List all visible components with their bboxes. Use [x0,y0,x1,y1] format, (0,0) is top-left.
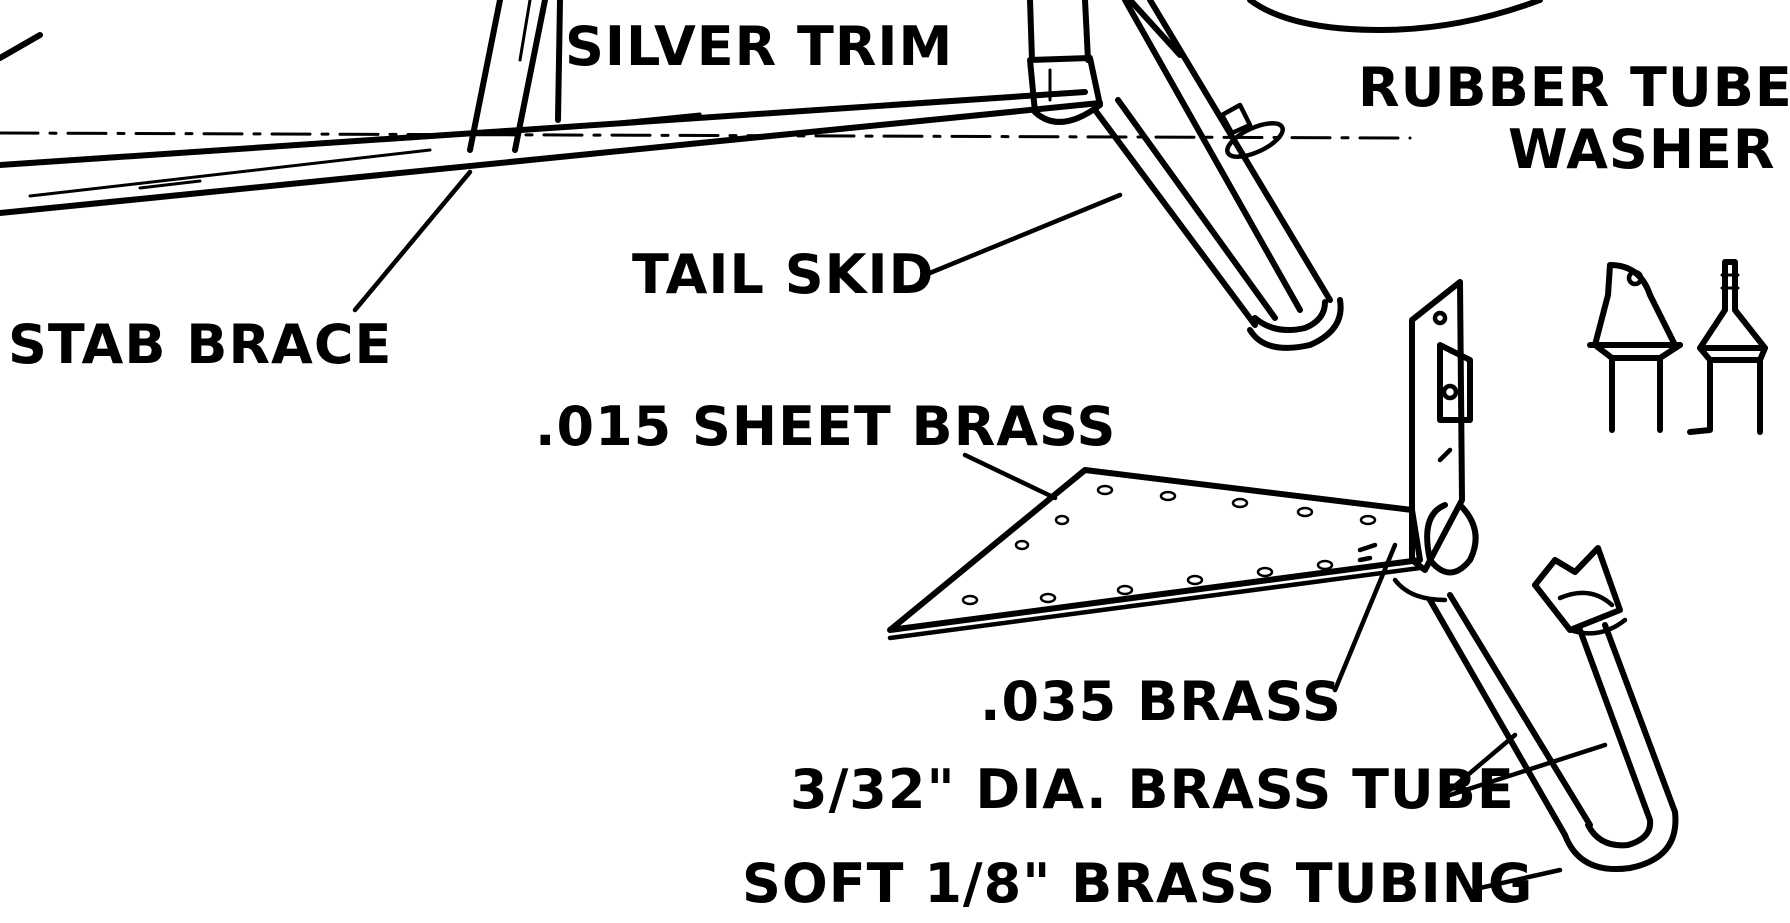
vertical-bracket [1409,279,1465,573]
fuselage-stabilizer-drawing [0,0,1543,216]
tail-skid-leg [1092,107,1258,328]
tail-skid-upper-drawing [1092,0,1344,351]
tail-block [1027,55,1103,125]
label-tail-skid: TAIL SKID [632,243,934,306]
brass-tube-leader-2 [1447,742,1608,798]
label-rubber-tube: RUBBER TUBE [1358,56,1790,119]
label-washer: WASHER [1508,118,1775,181]
brass-tube-leg [1427,597,1568,838]
fuselage-outline-curve [1247,0,1543,33]
sheet-brass-plate [887,467,1423,633]
soft-tubing-curve [1562,809,1679,872]
leader-lines [352,169,1608,891]
stabilizer-beam-upper [0,89,1088,168]
center-line [0,131,1412,140]
label-brass-tube: 3/32" DIA. BRASS TUBE [790,758,1515,821]
tube-top-fitting [1532,545,1623,633]
sheet-brass-leader [962,452,1058,501]
label-soft-tubing: SOFT 1/8" BRASS TUBING [742,852,1533,915]
label-sheet-brass: .015 SHEET BRASS [535,395,1116,458]
brass-tube-leader-1 [1447,732,1518,793]
stab-brace-leader [352,169,473,313]
stabilizer-beam-lower [0,100,1103,216]
soft-tubing-leader [1477,867,1563,891]
label-stab-brace: STAB BRACE [8,313,392,376]
brass-035-leader [1332,542,1398,693]
fuselage-post [555,0,563,123]
skid-washer [1225,121,1285,159]
label-silver-trim: SILVER TRIM [565,15,953,78]
washer-left [1592,262,1678,348]
rubber-tube-washer-detail [1587,259,1768,435]
stab-brace-strut [467,0,503,153]
brass-tubing-drawing [1427,545,1679,872]
tail-skid-leader [922,192,1123,278]
tail-skid-foot-curve [1247,297,1344,351]
label-brass-035: .035 BRASS [980,670,1342,733]
sheet-brass-assembly [887,279,1479,641]
